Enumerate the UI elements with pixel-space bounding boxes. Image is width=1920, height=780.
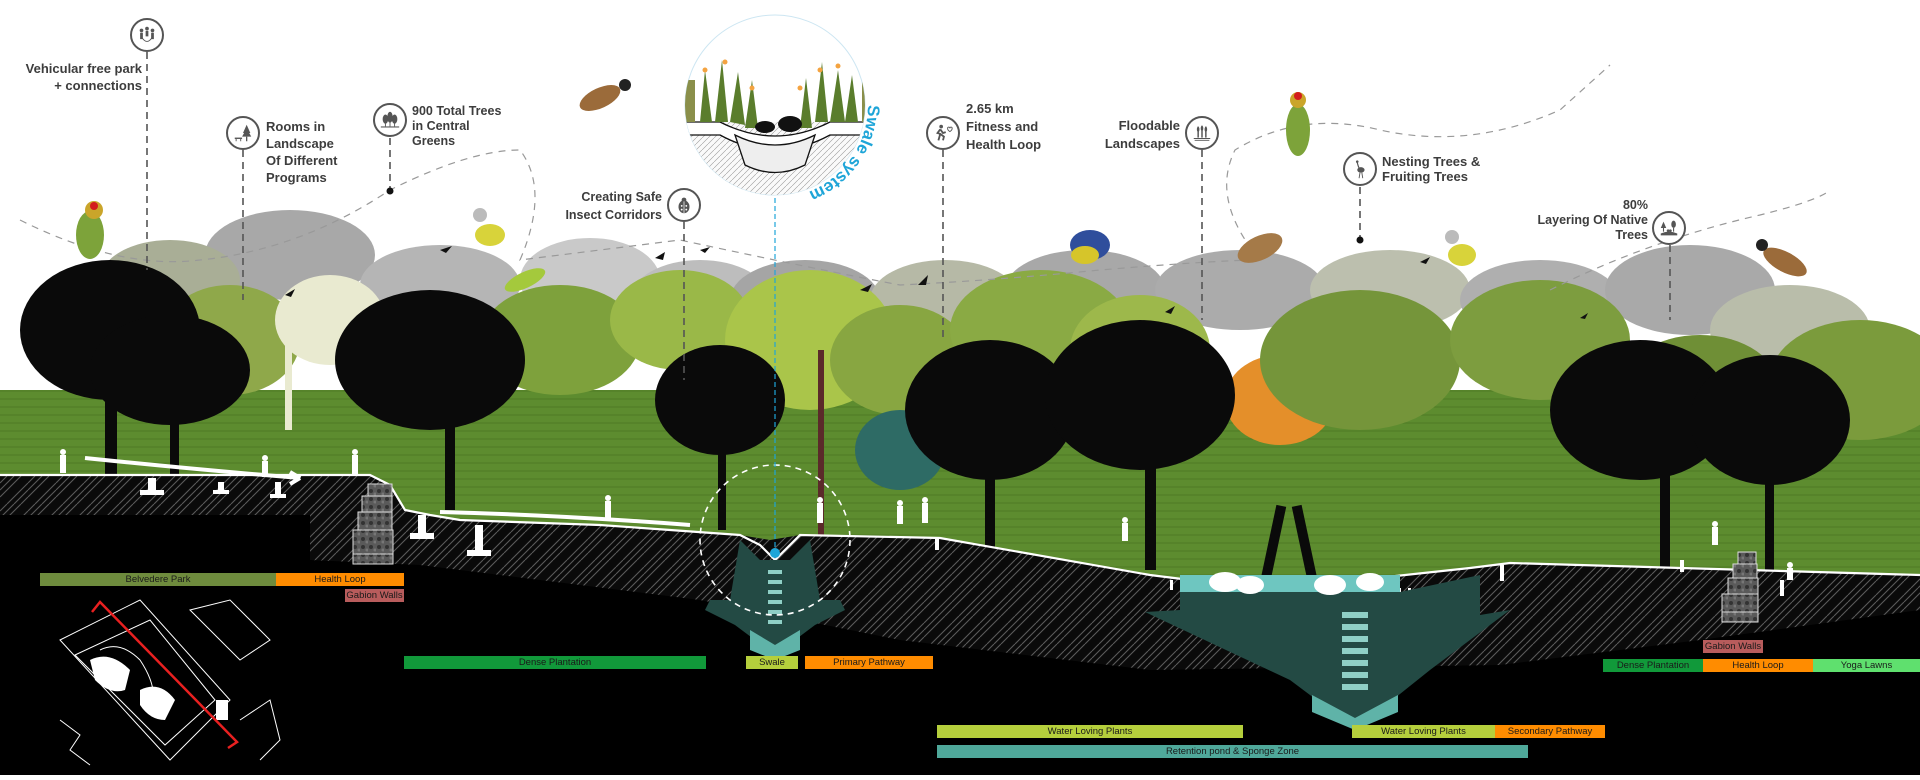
people-silhouettes (60, 449, 1793, 580)
zone-bar-dense-plantation-right: Dense Plantation (1603, 659, 1703, 672)
foreground-silhouette-trees (20, 260, 1850, 586)
bird-flight-path (19, 64, 1831, 291)
gabion-wall-left (352, 483, 394, 565)
blue-flycatcher-bird (1070, 230, 1110, 264)
pathway-arrow-lower (439, 510, 691, 527)
reeds-water-icon (1185, 116, 1219, 150)
retention-pond (1145, 572, 1510, 730)
zone-bar-water-loving-plants-left: Water Loving Plants (937, 725, 1243, 738)
callout-900-total-trees: 900 Total Trees in Central Greens (412, 104, 501, 149)
callout-fitness-health-loop: 2.65 km Fitness and Health Loop (966, 100, 1041, 154)
zone-bar-health-loop-right: Health Loop (1703, 659, 1813, 672)
leader-dots (386, 187, 1364, 244)
key-plan-map (40, 592, 285, 775)
callout-line: Insect Corridors (565, 208, 662, 222)
ground-base (0, 515, 1920, 775)
pathway-arrow-upper (84, 456, 302, 486)
zone-bar-gabion-walls-right: Gabion Walls (1703, 640, 1763, 653)
callout-line: 900 Total Trees (412, 104, 502, 118)
callout-line: Nesting Trees & (1382, 154, 1481, 169)
callout-rooms-in-landscape: Rooms in Landscape Of Different Programs (266, 118, 338, 186)
callout-line: Health Loop (966, 137, 1042, 152)
zone-bar-yoga-lawns: Yoga Lawns (1813, 659, 1920, 672)
callout-native-trees: 80% Layering Of Native Trees (1530, 198, 1648, 243)
zone-bar-health-loop-left: Health Loop (276, 573, 404, 586)
callout-line: Rooms in (266, 119, 326, 134)
callout-line: Trees (1615, 228, 1648, 242)
zone-bar-secondary-pathway: Secondary Pathway (1495, 725, 1605, 738)
zone-bar-swale: Swale (746, 656, 798, 669)
native-trees-icon (1652, 211, 1686, 245)
swale-underground (699, 190, 851, 660)
callout-line: in Central (412, 119, 470, 133)
flycatcher-bird-1 (473, 208, 505, 246)
zone-bar-primary-pathway: Primary Pathway (805, 656, 933, 669)
zone-bar-dense-plantation-left: Dense Plantation (404, 656, 706, 669)
callout-line: Of Different (266, 153, 338, 168)
callout-vehicular-free-park: Vehicular free park + connections (20, 60, 142, 94)
crane-bird-icon (1343, 152, 1377, 186)
callout-floodable-landscapes: Floodable Landscapes (1080, 117, 1180, 153)
flying-bird-silhouettes (285, 246, 1588, 319)
callout-line: Greens (412, 134, 456, 148)
zone-bar-belvedere-park: Belvedere Park (40, 573, 276, 586)
callout-line: Fitness and (966, 119, 1039, 134)
bulbul-bird-top (579, 79, 631, 111)
zone-bar-water-loving-plants-right: Water Loving Plants (1352, 725, 1495, 738)
callout-line: 80% (1622, 198, 1648, 212)
barbet-bird-left (76, 201, 104, 259)
family-jump-rope-icon (130, 18, 164, 52)
callout-line: Vehicular free park (25, 61, 142, 76)
callout-line: Programs (266, 170, 327, 185)
callout-line: + connections (54, 78, 142, 93)
ladybug-icon (667, 188, 701, 222)
callout-leaders (146, 52, 1671, 380)
callout-insect-corridors: Creating Safe Insect Corridors (540, 188, 662, 224)
flycatcher-bird-2 (1445, 230, 1476, 266)
zone-bar-gabion-walls-left: Gabion Walls (345, 589, 404, 602)
runner-heart-icon (926, 116, 960, 150)
birds (76, 79, 1807, 319)
bulbul-bird-right (1756, 239, 1807, 277)
tree-cluster-icon (373, 103, 407, 137)
tree-bench-icon (226, 116, 260, 150)
parakeet-bird (504, 268, 546, 292)
section-cut-line (91, 600, 239, 750)
callout-line: Fruiting Trees (1382, 169, 1468, 184)
sparrow-bird (1237, 233, 1283, 263)
zone-bar-retention-pond: Retention pond & Sponge Zone (937, 745, 1528, 758)
callout-nesting-fruiting-trees: Nesting Trees & Fruiting Trees (1382, 154, 1480, 184)
barbet-bird-right (1286, 92, 1310, 156)
gabion-wall-right (1721, 551, 1759, 623)
callout-line: Creating Safe (581, 190, 662, 204)
callout-line: Landscape (266, 136, 334, 151)
callout-line: Landscapes (1104, 136, 1180, 151)
swale-detail-circle (684, 14, 866, 196)
callout-line: Layering Of Native (1537, 213, 1648, 227)
callout-line: 2.65 km (966, 101, 1014, 116)
callout-line: Floodable (1118, 118, 1180, 133)
